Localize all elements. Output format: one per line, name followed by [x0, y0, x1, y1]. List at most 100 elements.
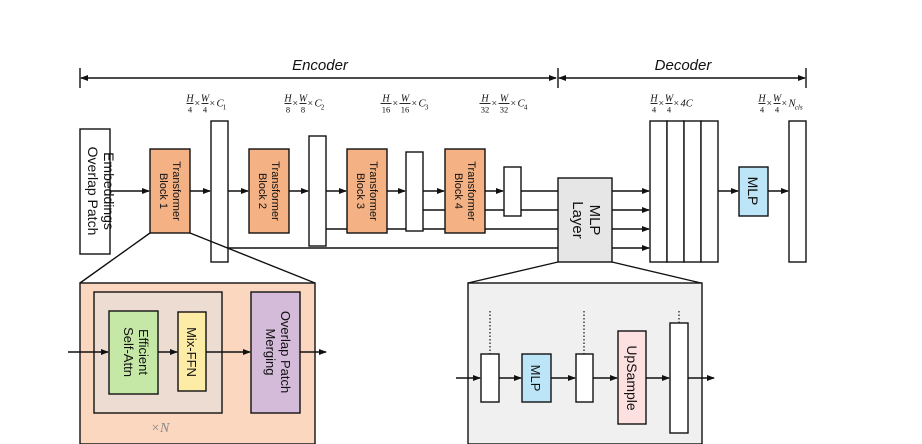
times-symbol: ×: [195, 99, 201, 110]
channel-subscript: 1: [223, 104, 227, 112]
mlp-head: MLP: [738, 166, 769, 217]
concat-feature-4: [700, 120, 719, 263]
times-symbol: ×: [782, 99, 788, 110]
mix-ffn-label: Mix-FFN: [184, 327, 199, 377]
transformer-block-1-box: [149, 148, 191, 234]
fraction-numerator: H: [757, 94, 766, 105]
block-2-label-2: Block 2: [256, 173, 268, 209]
encoder-span: Encoder: [79, 57, 557, 88]
self-attn-label-2: Self-Attn: [121, 327, 136, 377]
channel-symbol: C: [217, 99, 225, 110]
mlp-layer-detail: MLP UpSample: [467, 282, 703, 444]
channel-subscript: cls: [795, 104, 803, 112]
block-3-label-2: Block 3: [354, 173, 366, 209]
channel-symbol: C: [315, 99, 323, 110]
mlp-layer-label-2: Layer: [569, 201, 586, 239]
fraction-numerator: H: [480, 94, 489, 105]
fraction-numerator: H: [649, 94, 658, 105]
fraction-numerator: W: [401, 94, 411, 105]
transformer-block-4: Transformer Block 4: [444, 148, 486, 234]
fraction-numerator: W: [201, 94, 211, 105]
channel-symbol: C: [518, 99, 526, 110]
fraction-numerator: W: [299, 94, 309, 105]
repeat-n-label: ×N: [151, 421, 170, 436]
detail-feature-input: [480, 353, 500, 403]
feature-map-1: [210, 120, 229, 263]
concat-feature-2: [666, 120, 685, 263]
concat-feature-1: [649, 120, 668, 263]
fraction-denominator: 16: [401, 105, 410, 115]
transformer-block-2: Transformer Block 2: [248, 148, 290, 234]
upsample-label: UpSample: [624, 345, 640, 411]
block-4-label-2: Block 4: [452, 173, 464, 209]
detail-feature-mid: [575, 353, 594, 403]
block-2-label-1: Transformer: [269, 161, 281, 221]
times-symbol: ×: [659, 99, 665, 110]
mix-ffn-box: [177, 311, 207, 392]
fraction-denominator: 16: [382, 105, 391, 115]
decoder-span: Decoder: [557, 57, 807, 88]
times-symbol: ×: [293, 99, 299, 110]
mlp-layer-box: [557, 177, 613, 263]
block-3-label-1: Transformer: [367, 161, 379, 221]
detail-mlp-label: MLP: [528, 365, 543, 392]
fraction-numerator: H: [381, 94, 390, 105]
fraction-numerator: W: [773, 94, 783, 105]
times-symbol: ×: [412, 99, 418, 110]
fraction-denominator: 4: [652, 105, 657, 115]
output-mask: [788, 120, 807, 263]
channel-symbol: C: [419, 99, 427, 110]
fraction-denominator: 4: [188, 105, 193, 115]
feature-map-3: [405, 151, 424, 232]
overlap-patch-embeddings: Overlap Patch Embeddings: [79, 128, 117, 255]
zoom-line-mlp-right: [611, 261, 702, 284]
mlp-layer: MLP Layer: [557, 177, 613, 263]
fraction-denominator: 8: [286, 105, 290, 115]
times-symbol: ×: [393, 99, 399, 110]
fraction-numerator: H: [283, 94, 292, 105]
fraction-denominator: 4: [203, 105, 208, 115]
zoom-line-block-left: [79, 232, 151, 284]
block-1-label-1: Transformer: [170, 161, 182, 221]
times-symbol: ×: [492, 99, 498, 110]
zoom-line-mlp-left: [467, 261, 559, 284]
dim-label-concat: H4×W4×4C: [649, 94, 693, 115]
channel-symbol: N: [788, 99, 797, 110]
times-symbol: ×: [210, 99, 216, 110]
merging-label-2: Merging: [263, 329, 278, 376]
feature-map-4: [503, 166, 522, 217]
transformer-block-detail: Efficient Self-Attn Mix-FFN Overlap Patc…: [79, 282, 316, 444]
fraction-denominator: 8: [301, 105, 305, 115]
concat-feature-3: [683, 120, 702, 263]
mlp-head-label: MLP: [745, 177, 761, 206]
channel-symbol: 4C: [681, 99, 694, 110]
times-symbol: ×: [767, 99, 773, 110]
times-symbol: ×: [511, 99, 517, 110]
fraction-denominator: 4: [667, 105, 672, 115]
fraction-denominator: 4: [760, 105, 765, 115]
times-symbol: ×: [674, 99, 680, 110]
transformer-block-3: Transformer Block 3: [346, 148, 388, 234]
transformer-block-4-box: [444, 148, 486, 234]
decoder-title: Decoder: [655, 57, 713, 74]
merging-label-1: Overlap Patch: [278, 311, 293, 393]
fraction-denominator: 32: [481, 105, 490, 115]
feature-map-2: [308, 135, 327, 247]
detail-feature-output: [669, 322, 689, 434]
encoder-title: Encoder: [292, 57, 349, 74]
channel-subscript: 3: [425, 104, 429, 112]
fraction-denominator: 4: [775, 105, 780, 115]
channel-subscript: 4: [524, 104, 528, 112]
zoom-line-block-right: [189, 232, 316, 284]
concat-features: [649, 120, 719, 263]
times-symbol: ×: [308, 99, 314, 110]
fraction-numerator: W: [665, 94, 675, 105]
channel-subscript: 2: [321, 104, 325, 112]
upsample-box: [617, 330, 647, 425]
